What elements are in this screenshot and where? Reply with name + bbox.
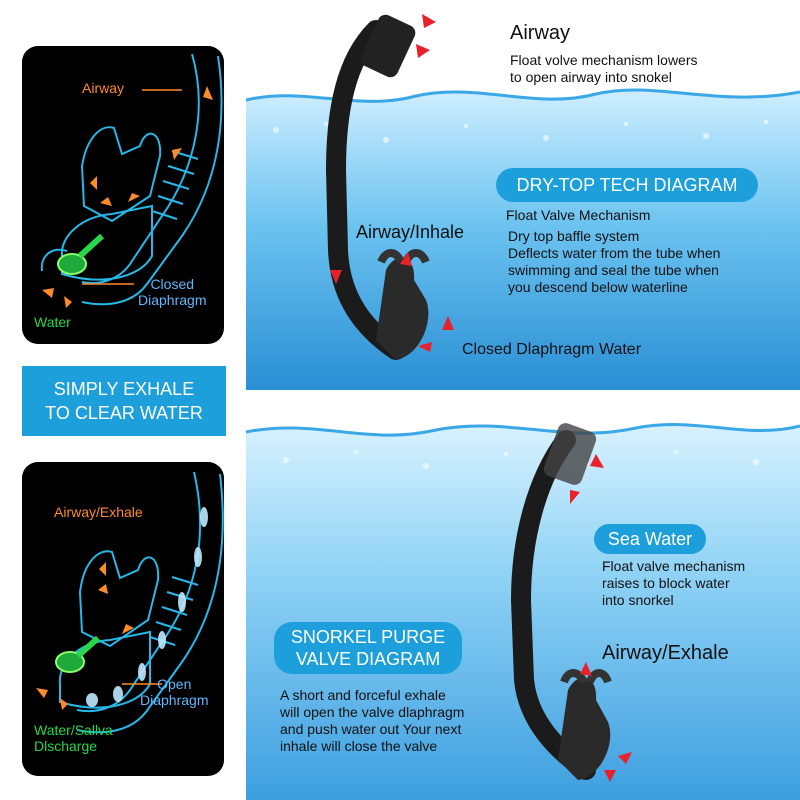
airway-exhale-label: Airway/Exhale: [602, 642, 729, 664]
exhale-banner-line1: SIMPLY EXHALE: [53, 379, 195, 399]
airway-title: Airway: [510, 22, 571, 44]
purge-title-line2: VALVE DIAGRAM: [295, 649, 441, 669]
float-desc: Float valve mechanism raises to block wa…: [602, 558, 745, 609]
float-desc-line2: raises to block water: [602, 575, 730, 591]
water-saliva-label: Water/Sallva Dlscharge: [34, 722, 113, 754]
airway-inhale-label: Airway/Inhale: [356, 222, 465, 242]
purge-diagram-title: SNORKEL PURGE VALVE DIAGRAM: [274, 622, 462, 674]
snorkel-product-icon: [510, 423, 612, 780]
baffle-line4: you descend below waterline: [508, 279, 688, 295]
closed-diaphragm-label: Closed Diaphragm: [138, 276, 206, 308]
snorkel-outline-icon: [36, 471, 224, 734]
closed-diaphragm-card: Airway Closed Diaphragm Water: [22, 46, 224, 344]
dry-top-panel: Airway Float volve mechanism lowers to o…: [246, 0, 800, 390]
water-label-line1: Water/Sallva: [34, 722, 113, 738]
purge-valve-panel: Sea Water Float valve mechanism raises t…: [246, 400, 800, 800]
baffle-line2: Deflects water from the tube when: [508, 245, 721, 261]
exhale-banner: SIMPLY EXHALE TO CLEAR WATER: [22, 366, 226, 436]
float-valve-label: Float Valve Mechanism: [506, 207, 651, 223]
airway-desc-line1: Float volve mechanism lowers: [510, 52, 698, 68]
water-splash-icon: [246, 400, 800, 800]
exhale-banner-line2: TO CLEAR WATER: [45, 403, 203, 423]
airway-desc: Float volve mechanism lowers to open air…: [510, 52, 698, 86]
water-label: Water: [34, 314, 71, 330]
airway-exhale-label: Airway/Exhale: [54, 504, 143, 520]
snorkel-product-icon: [325, 14, 430, 360]
open-label-line2: Diaphragm: [140, 692, 209, 708]
sea-water-title: Sea Water: [594, 524, 706, 554]
purge-desc: A short and forceful exhale will open th…: [280, 687, 464, 755]
closed-label-line1: Closed: [150, 276, 195, 292]
purge-line3: and push water out Your next: [280, 721, 462, 737]
dry-top-diagram-title: DRY-TOP TECH DIAGRAM: [496, 168, 758, 202]
closed-label-line2: Diaphragm: [138, 292, 207, 308]
baffle-line1: Dry top baffle system: [508, 228, 640, 244]
closed-diaphragm-water-label: Closed Dlaphragm Water: [462, 341, 642, 358]
airway-desc-line2: to open airway into snokel: [510, 69, 672, 85]
water-label-line2: Dlscharge: [34, 738, 98, 754]
open-diaphragm-label: Open Diaphragm: [140, 676, 208, 708]
float-desc-line1: Float valve mechanism: [602, 558, 746, 574]
snorkel-outline-icon: [40, 53, 223, 308]
purge-title-line1: SNORKEL PURGE: [290, 627, 446, 647]
airway-label: Airway: [82, 80, 125, 96]
purge-line4: inhale will close the valve: [280, 738, 438, 754]
open-diaphragm-card: Airway/Exhale Open Diaphragm Water/Sallv…: [22, 462, 224, 776]
open-label-line1: Open: [157, 676, 192, 692]
baffle-desc: Dry top baffle system Deflects water fro…: [508, 228, 720, 296]
purge-line2: will open the valve dlaphragm: [280, 704, 465, 720]
baffle-line3: swimming and seal the tube when: [508, 262, 719, 278]
purge-line1: A short and forceful exhale: [280, 687, 446, 703]
float-desc-line3: into snorkel: [602, 592, 674, 608]
